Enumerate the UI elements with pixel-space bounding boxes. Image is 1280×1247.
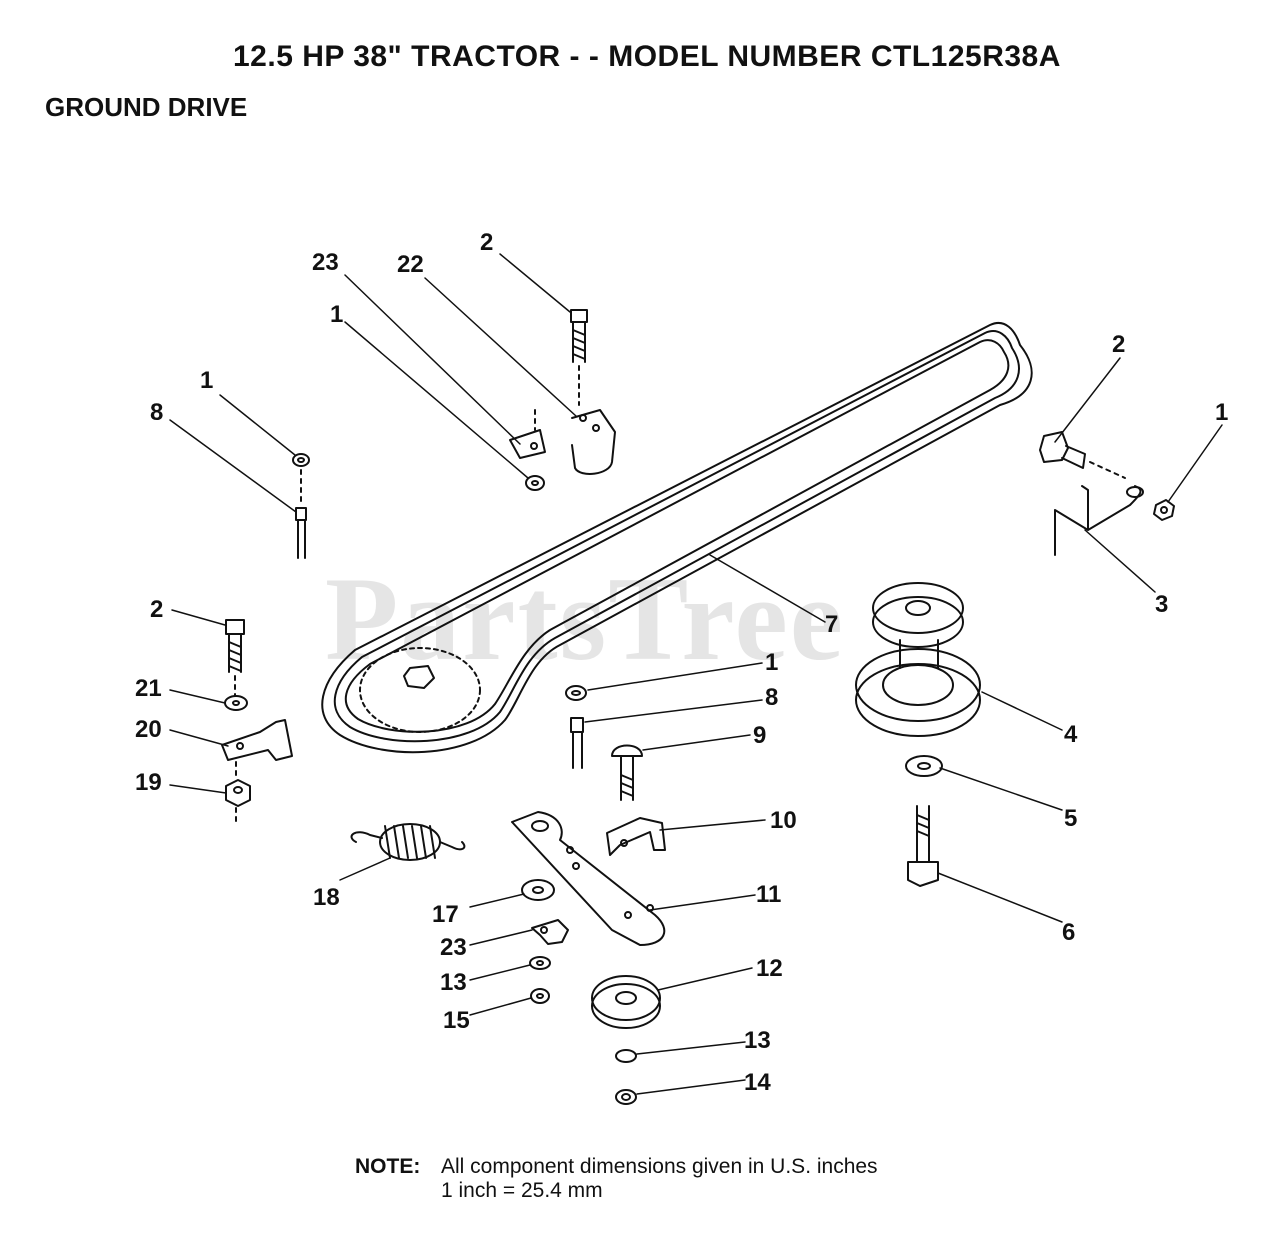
spring-18 [350, 823, 466, 861]
callout-21: 21 [135, 675, 162, 702]
callout-2-top: 2 [480, 229, 493, 256]
callout-1-mid: 1 [765, 649, 778, 676]
stud-8-upper-left [295, 507, 307, 559]
callout-22: 22 [397, 251, 424, 278]
nut-15 [530, 988, 550, 1004]
callout-15: 15 [443, 1007, 470, 1034]
carriage-bolt-9 [611, 744, 643, 801]
callout-18: 18 [313, 884, 340, 911]
bracket-10 [606, 817, 666, 856]
callout-23-top: 23 [312, 249, 339, 276]
callout-13-right: 13 [744, 1027, 771, 1054]
bolt-6 [907, 805, 939, 887]
callout-12: 12 [756, 955, 783, 982]
bracket-22 [571, 409, 616, 475]
bracket-20 [221, 719, 293, 761]
leader-lines [169, 253, 1223, 1095]
callout-19: 19 [135, 769, 162, 796]
nut-14 [615, 1089, 637, 1105]
pulley-4 [855, 582, 981, 737]
bracket-23-top [509, 429, 546, 459]
callout-3: 3 [1155, 591, 1168, 618]
idler-arm-11 [511, 811, 666, 946]
callout-8-mid: 8 [765, 684, 778, 711]
nut-1-middle [565, 685, 587, 701]
stud-8-middle [570, 717, 584, 769]
callout-1-upper: 1 [330, 301, 343, 328]
callout-4: 4 [1064, 721, 1078, 748]
callout-2-right: 2 [1112, 331, 1125, 358]
callout-6: 6 [1062, 919, 1075, 946]
nut-1-right [1153, 499, 1175, 521]
callout-13-left: 13 [440, 969, 467, 996]
callout-8-left: 8 [150, 399, 163, 426]
callout-9: 9 [753, 722, 766, 749]
note-line-1: All component dimensions given in U.S. i… [441, 1155, 878, 1178]
washer-13-left [529, 956, 551, 970]
bolt-2-left [225, 619, 245, 673]
callout-17: 17 [432, 901, 459, 928]
dimension-note: NOTE: All component dimensions given in U… [355, 1155, 878, 1203]
washer-13-right [615, 1049, 637, 1063]
section-title: GROUND DRIVE [45, 92, 248, 122]
bracket-23-bottom [531, 919, 569, 945]
note-label: NOTE: [355, 1155, 421, 1178]
washer-21 [224, 695, 248, 711]
callout-1-left: 1 [200, 367, 213, 394]
bolt-2-right [1039, 431, 1086, 469]
washer-5 [905, 755, 943, 777]
callout-11: 11 [756, 881, 781, 908]
idler-pulley-12 [591, 975, 661, 1029]
spacer-17 [521, 879, 555, 901]
callout-7: 7 [825, 611, 838, 638]
callout-2-left: 2 [150, 596, 163, 623]
callout-14: 14 [744, 1069, 771, 1096]
nut-1-upper-left [292, 453, 310, 467]
nut-19 [225, 779, 251, 807]
bolt-2-top [570, 309, 588, 363]
callout-10: 10 [770, 807, 797, 834]
callout-5: 5 [1064, 805, 1077, 832]
drive-belt [321, 322, 1033, 754]
rod-3 [1054, 485, 1144, 556]
nut-1-top-middle [525, 475, 545, 491]
callout-20: 20 [135, 716, 162, 743]
callout-1-right: 1 [1215, 399, 1228, 426]
note-line-2: 1 inch = 25.4 mm [441, 1179, 603, 1202]
callout-23-bottom: 23 [440, 934, 467, 961]
page-title: 12.5 HP 38" TRACTOR - - MODEL NUMBER CTL… [233, 40, 1061, 73]
